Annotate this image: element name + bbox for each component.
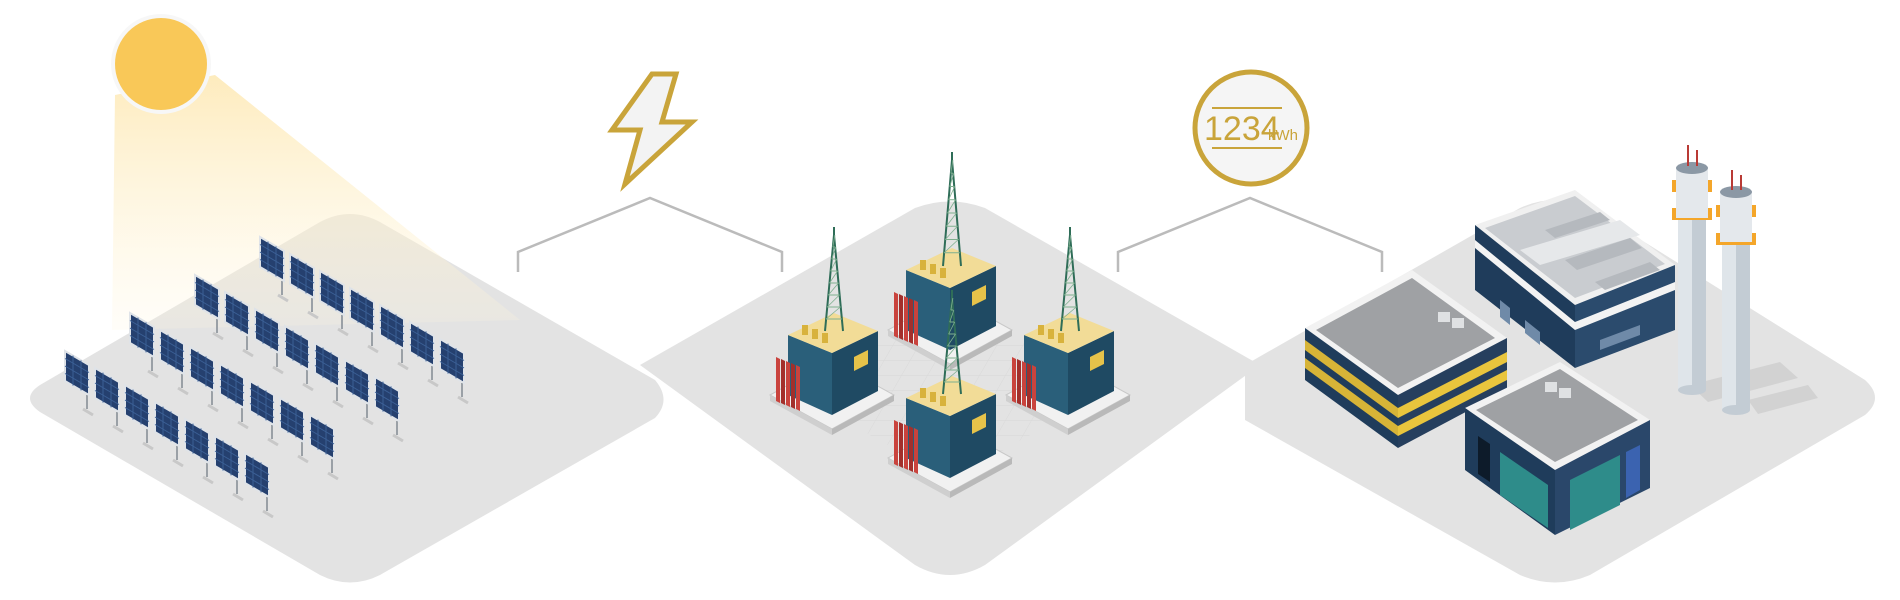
transformer-unit — [886, 290, 1014, 498]
meter-unit: kWh — [1268, 127, 1298, 144]
connector-solar-substation — [516, 71, 784, 272]
industrial-facility — [1305, 145, 1818, 535]
energy-meter-icon: 1234 kWh — [1192, 69, 1310, 187]
substation — [768, 152, 1132, 498]
chimney-left — [1672, 145, 1712, 395]
chimney-right — [1716, 170, 1756, 415]
lightning-bolt-icon — [607, 71, 699, 192]
sun-beam — [112, 75, 520, 330]
office-building — [1305, 270, 1507, 448]
entrance-building — [1465, 362, 1650, 535]
solar-farm — [64, 235, 469, 519]
transformer-unit — [886, 152, 1014, 370]
warehouse-building — [1475, 190, 1675, 368]
connector-substation-industrial: 1234 kWh — [1116, 69, 1384, 272]
transformer-unit — [1004, 227, 1132, 435]
meter-value: 1234 — [1204, 110, 1280, 148]
transformer-unit — [768, 227, 896, 435]
sun-group — [111, 14, 520, 330]
